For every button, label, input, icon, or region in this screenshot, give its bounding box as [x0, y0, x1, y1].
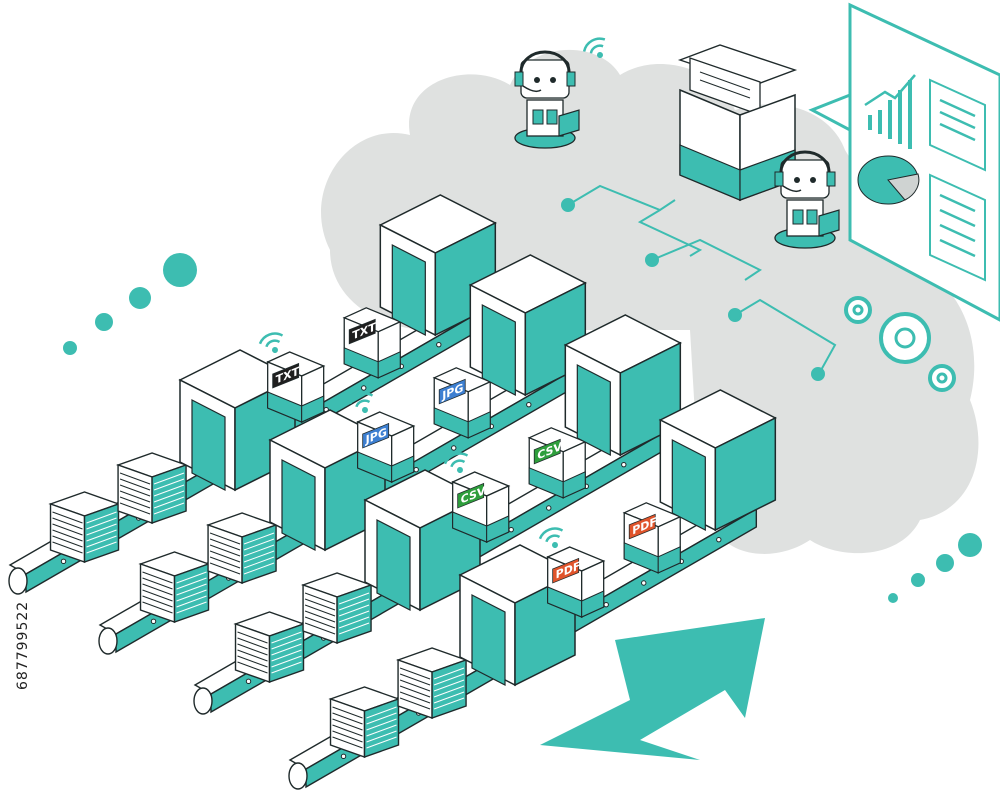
list-panel-top	[929, 78, 986, 172]
belt-roller-dot	[361, 385, 367, 391]
network-connectors	[561, 184, 837, 381]
file-box-txt: TXT	[343, 307, 401, 379]
belt-roller	[288, 762, 308, 790]
belt-roller-dot	[603, 601, 609, 608]
list-panel-bottom	[929, 173, 986, 282]
paper-stack	[117, 452, 187, 524]
belt-roller-dot	[526, 401, 532, 408]
gear-icon	[844, 296, 956, 392]
belt-roller-dot	[340, 753, 347, 760]
belt-roller-dot	[436, 341, 442, 348]
conveyor-line-txt: TXT TXT	[8, 194, 497, 595]
belt-roller-dot	[451, 445, 457, 451]
belt-roller	[193, 687, 213, 715]
paper-stack	[49, 491, 120, 563]
belt-roller-dot	[245, 678, 252, 685]
conveyor-line-pdf: PDF PDF	[288, 389, 777, 790]
file-box-csv: CSV	[452, 471, 510, 543]
belt-roller-dot	[150, 618, 157, 625]
trend-arrow-icon	[864, 74, 916, 107]
paper-stack	[207, 512, 277, 584]
belt-roller-dot	[621, 461, 627, 468]
paper-stack	[329, 686, 400, 758]
file-box-jpg: JPG	[433, 367, 491, 439]
conveyor-line-csv: CSV CSV	[193, 314, 682, 715]
belt-roller-dot	[60, 558, 67, 565]
belt-roller-dot	[413, 466, 419, 473]
belt-roller	[8, 567, 28, 595]
decorative-dots-left	[63, 253, 197, 355]
wifi-icon	[256, 329, 289, 359]
decorative-dots-right	[888, 533, 982, 603]
paper-stack	[397, 647, 467, 719]
conveyor-lines: TXT TXT JPG JPG CSV CSV PDF PDF	[8, 194, 777, 790]
stock-watermark-id: 687799522	[15, 601, 31, 690]
belt-roller-dot	[508, 526, 514, 533]
bar-chart-icon	[868, 80, 912, 149]
conveyor-line-jpg: JPG JPG	[98, 254, 587, 655]
file-box-jpg: JPG	[357, 411, 415, 483]
report-dashboard	[808, 2, 1000, 322]
belt-roller	[98, 627, 118, 655]
file-box-txt: TXT	[267, 351, 325, 423]
file-box-csv: CSV	[528, 427, 586, 499]
belt-roller-dot	[546, 505, 552, 511]
processing-gate	[659, 389, 777, 531]
file-box-pdf: PDF	[623, 502, 681, 574]
paper-stack	[234, 611, 305, 683]
paper-stack	[302, 572, 372, 644]
file-box-pdf: PDF	[547, 546, 605, 618]
wifi-icon	[536, 524, 569, 554]
growth-arrow-icon	[540, 618, 765, 760]
belt-roller-dot	[641, 580, 647, 586]
pie-chart-icon	[857, 155, 920, 205]
paper-stack	[139, 551, 210, 623]
belt-roller-dot	[716, 536, 722, 543]
